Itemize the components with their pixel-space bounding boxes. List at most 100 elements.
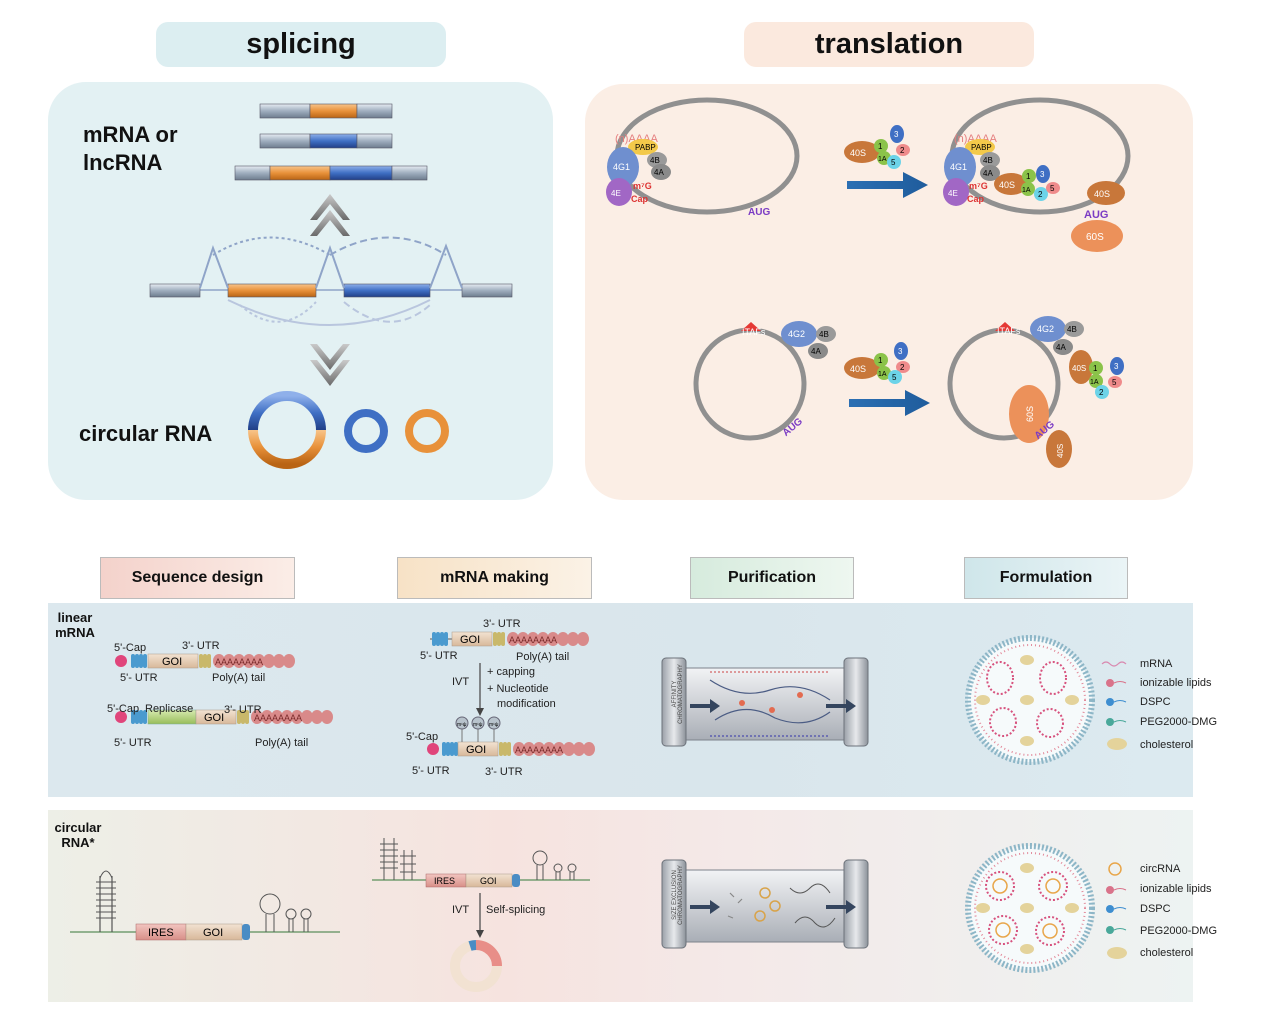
svg-text:5: 5 [892, 373, 897, 382]
splicing-header: splicing [156, 22, 446, 67]
svg-text:IRES: IRES [434, 876, 455, 886]
svg-text:ITAFs: ITAFs [997, 326, 1021, 336]
mrna-isoform-3 [234, 165, 428, 181]
seq-utr3-label: 3'- UTR [182, 640, 220, 652]
svg-text:40S: 40S [1056, 444, 1065, 458]
make-utr5-label-2: 5'- UTR [412, 765, 450, 777]
affinity-label: AFFINITY CHROMATOGRAPHY [671, 664, 684, 724]
svg-text:4E: 4E [948, 189, 958, 198]
svg-text:m¹ψ: m¹ψ [489, 722, 499, 728]
svg-text:1A: 1A [878, 371, 887, 378]
svg-text:40S: 40S [1072, 364, 1086, 373]
svg-text:IRES: IRES [148, 927, 174, 939]
svg-text:m¹ψ: m¹ψ [473, 722, 483, 728]
svg-text:60S: 60S [1086, 232, 1104, 243]
polya-beads [213, 654, 295, 668]
svg-text:40S: 40S [850, 148, 866, 158]
make-utr3-label: 3'- UTR [483, 618, 521, 630]
seq-utr3-label-2: 3'- UTR [224, 704, 262, 716]
svg-text:1A: 1A [1090, 379, 1099, 386]
svg-text:PABP: PABP [635, 143, 656, 152]
hairpin-left [96, 870, 116, 932]
affinity-column [661, 657, 869, 747]
legend-linear-2: DSPC [1140, 696, 1171, 708]
legend-circ-3: PEG2000-DMG [1140, 925, 1218, 937]
make-nucleotide-label: + Nucleotide [487, 683, 549, 695]
svg-text:m¹ψ: m¹ψ [457, 722, 467, 728]
stage-formulation: Formulation [964, 557, 1128, 599]
svg-text:4B: 4B [650, 156, 660, 165]
legend-linear-1: ionizable lipids [1140, 677, 1212, 689]
svg-text:40S: 40S [1094, 189, 1110, 199]
legend-circ-4: cholesterol [1140, 947, 1194, 959]
circrna-blue [344, 409, 388, 453]
linear-row-diagram: GOI AAAAAAAA GOI AAAAAAAA GOI AAAAAAAA G… [115, 631, 1127, 765]
make-ivt-label: IVT [452, 676, 470, 688]
seq-cap-label: 5'-Cap [114, 642, 147, 654]
svg-text:2: 2 [900, 363, 905, 372]
svg-text:AUG: AUG [748, 207, 770, 218]
svg-text:Cap: Cap [967, 194, 985, 204]
mrna-isoform-2 [259, 133, 393, 149]
legend-circ-2: DSPC [1140, 903, 1171, 915]
seq-replicase-label: Replicase [145, 703, 194, 715]
svg-text:AUG: AUG [1084, 209, 1108, 221]
translation-diagram: (n)AAAA PABP 4G1 4B 4A 4E m⁷G Cap AUG 40… [606, 97, 1131, 468]
legend-circ-0: circRNA [1140, 863, 1181, 875]
make-utr5-label: 5'- UTR [420, 650, 458, 662]
svg-text:AAAAAAAA: AAAAAAAA [509, 635, 557, 645]
make-circ-self-label: Self-splicing [486, 904, 546, 916]
make-utr3-label-2: 3'- UTR [485, 766, 523, 778]
svg-text:GOI: GOI [203, 927, 223, 939]
svg-text:GOI: GOI [466, 744, 486, 756]
svg-text:1: 1 [1026, 172, 1031, 181]
make-capping-label: + capping [487, 666, 536, 678]
seq-utr5-label-2: 5'- UTR [114, 737, 152, 749]
circularized-rna [450, 940, 502, 992]
svg-text:GOI: GOI [204, 712, 224, 724]
svg-text:PABP: PABP [971, 143, 992, 152]
svg-text:Cap: Cap [631, 194, 649, 204]
svg-text:4G1: 4G1 [950, 162, 967, 172]
seq-cap-label-2: 5'-Cap [107, 703, 140, 715]
seq-utr5-label: 5'- UTR [120, 672, 158, 684]
circular-rna-label: circular RNA [79, 421, 213, 446]
svg-text:5: 5 [891, 158, 896, 167]
utr5-coils [131, 654, 147, 668]
svg-text:3: 3 [898, 347, 903, 356]
svg-text:1A: 1A [1022, 187, 1031, 194]
lnp-linear [965, 635, 1095, 765]
svg-text:4E: 4E [611, 189, 621, 198]
svg-text:4A: 4A [654, 168, 664, 177]
legend-linear-3: PEG2000-DMG [1140, 716, 1218, 728]
down-chevron-icon [310, 344, 350, 386]
make-modification-label: modification [497, 698, 556, 710]
legend-linear-0: mRNA [1140, 658, 1173, 670]
circrna-orange [405, 409, 449, 453]
stage-sequence-design: Sequence design [100, 557, 295, 599]
svg-text:GOI: GOI [460, 634, 480, 646]
hairpins-right [259, 893, 312, 932]
circular-rna-label-row: circular RNA* [54, 820, 102, 850]
svg-text:1: 1 [1093, 364, 1098, 373]
svg-text:3: 3 [894, 130, 899, 139]
mrna-isoform-1 [259, 103, 393, 119]
svg-text:5: 5 [1112, 378, 1117, 387]
size-exclusion-label: SIZE EXCLUSION CHROMATOGRAPHY [671, 865, 684, 925]
svg-text:4B: 4B [1067, 325, 1077, 334]
lnp-circular [965, 843, 1095, 973]
mrna-lncrna-label: mRNA or lncRNA [83, 122, 178, 175]
svg-text:3: 3 [1040, 170, 1045, 179]
svg-text:60S: 60S [1025, 406, 1035, 422]
translation-header: translation [744, 22, 1034, 67]
svg-text:2: 2 [900, 146, 905, 155]
svg-text:5: 5 [1050, 184, 1055, 193]
make-polya-label: Poly(A) tail [516, 651, 570, 663]
svg-text:40S: 40S [850, 364, 866, 374]
svg-text:4A: 4A [1056, 343, 1066, 352]
svg-text:ITAFs: ITAFs [742, 327, 766, 337]
linear-mrna-label: linear mRNA [55, 610, 95, 640]
svg-text:1: 1 [878, 356, 883, 365]
up-chevron-icon [310, 194, 350, 236]
svg-text:2: 2 [1099, 388, 1104, 397]
